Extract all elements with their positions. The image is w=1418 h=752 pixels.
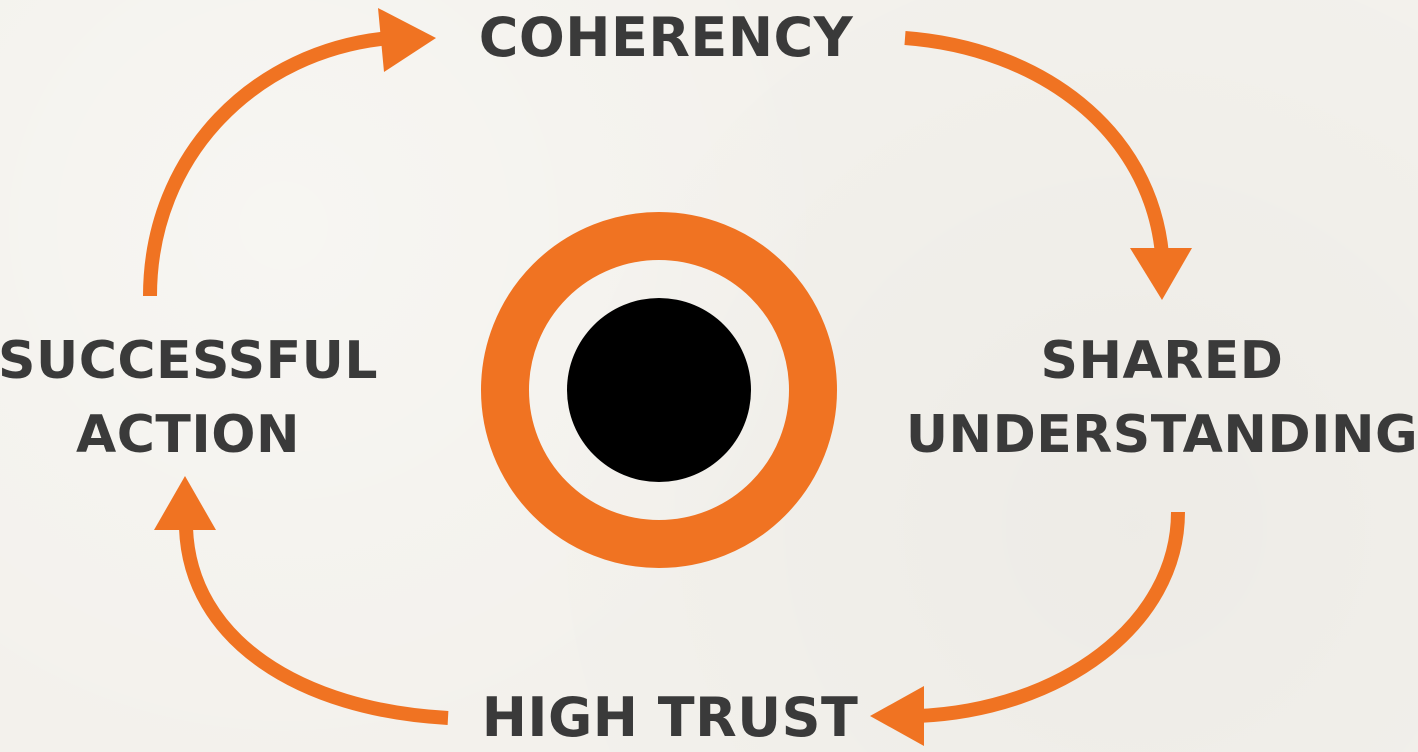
node-label-shared-line2: UNDERSTANDING: [906, 405, 1418, 465]
arrowhead: [154, 476, 216, 530]
arrow-shared-to-trust: [870, 511, 1185, 746]
arrow-coherency-to-shared: [904, 31, 1192, 300]
node-label-coherency: COHERENCY: [479, 6, 854, 69]
arrow-shaft: [904, 31, 1169, 255]
arrow-shaft: [143, 31, 391, 297]
node-label-high-trust: HIGH TRUST: [482, 686, 859, 749]
node-label-shared-line1: SHARED: [1041, 331, 1284, 391]
center-target: [481, 212, 837, 568]
arrowhead: [1130, 248, 1192, 300]
arrowhead: [870, 686, 924, 746]
node-label-action-line2: ACTION: [76, 405, 300, 465]
arrow-shaft: [179, 527, 449, 725]
arrow-shaft: [917, 511, 1185, 723]
arrow-action-to-coherency: [143, 8, 436, 297]
outer-ring: [481, 212, 837, 568]
arrowhead: [378, 8, 436, 72]
node-label-action-line1: SUCCESSFUL: [0, 331, 378, 391]
core-circle: [567, 298, 751, 482]
arrow-trust-to-action: [154, 476, 449, 725]
